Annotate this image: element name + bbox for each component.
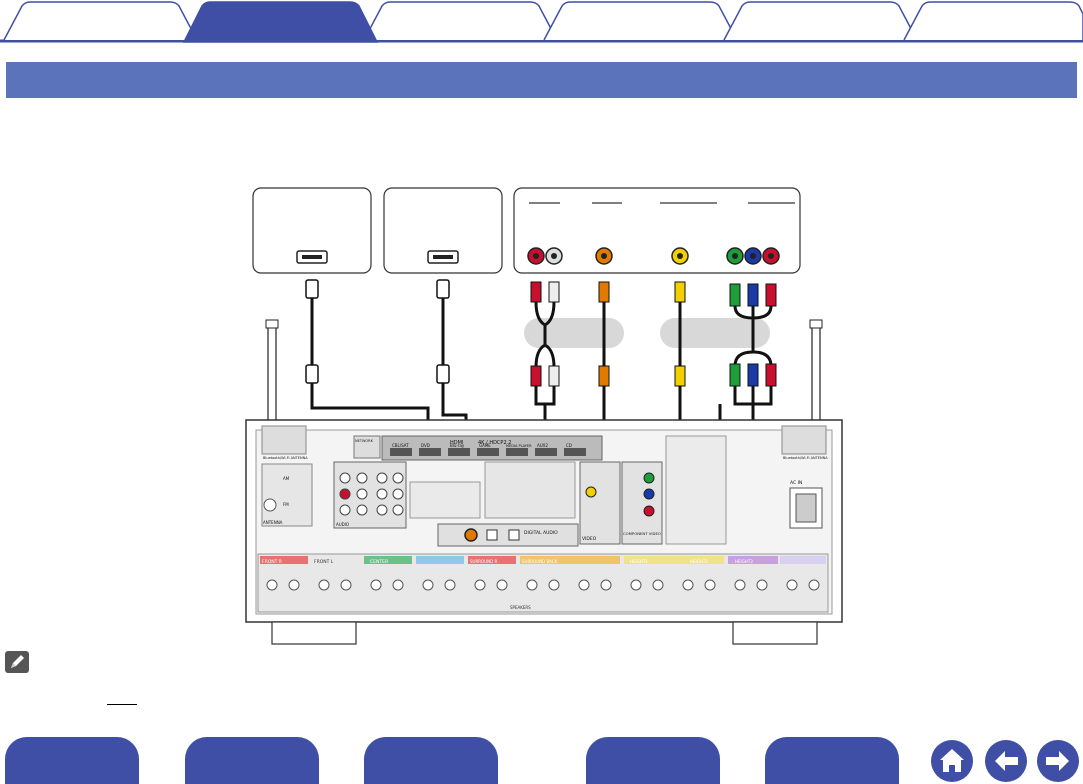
nav-button-1[interactable]	[5, 737, 139, 784]
tab-bar	[0, 0, 1083, 44]
svg-text:AC IN: AC IN	[790, 480, 802, 486]
svg-text:NETWORK: NETWORK	[355, 439, 374, 443]
svg-text:Bluetooth/Wi-Fi ANTENNA: Bluetooth/Wi-Fi ANTENNA	[263, 456, 308, 460]
svg-text:Blu-ray: Blu-ray	[450, 443, 465, 448]
svg-text:FRONT L: FRONT L	[314, 559, 334, 565]
svg-text:HDMI: HDMI	[450, 440, 463, 446]
forward-button[interactable]	[1037, 740, 1079, 782]
nav-button-5[interactable]	[765, 737, 899, 784]
svg-text:CBL/SAT: CBL/SAT	[392, 443, 409, 448]
svg-text:HEIGHT3: HEIGHT3	[735, 559, 753, 564]
svg-text:GAME: GAME	[479, 443, 491, 448]
arrow-right-icon	[1046, 751, 1069, 771]
svg-text:COMPONENT VIDEO: COMPONENT VIDEO	[623, 531, 661, 536]
svg-text:HEIGHT2: HEIGHT2	[690, 559, 708, 564]
svg-text:AUX2: AUX2	[537, 443, 548, 448]
back-button[interactable]	[985, 740, 1027, 782]
svg-text:MEDIA PLAYER: MEDIA PLAYER	[506, 444, 532, 448]
svg-text:AUDIO: AUDIO	[336, 522, 349, 527]
svg-text:SPEAKERS: SPEAKERS	[510, 605, 531, 610]
home-button[interactable]	[931, 740, 973, 782]
svg-text:DIGITAL AUDIO: DIGITAL AUDIO	[524, 530, 558, 536]
section-header-bar	[6, 62, 1077, 98]
tab-bar-graphic	[0, 1, 1083, 43]
svg-text:VIDEO: VIDEO	[582, 536, 597, 542]
nav-button-4[interactable]	[586, 737, 720, 784]
source-device-2	[383, 187, 503, 274]
home-icon	[940, 749, 964, 772]
svg-text:FM: FM	[283, 502, 289, 507]
svg-text:CENTER: CENTER	[370, 559, 388, 565]
svg-text:SURROUND BACK: SURROUND BACK	[522, 559, 558, 564]
svg-text:ANTENNA: ANTENNA	[263, 520, 283, 525]
svg-text:HEIGHT1: HEIGHT1	[630, 559, 648, 564]
source-device-1	[252, 187, 372, 274]
svg-text:SURROUND R: SURROUND R	[470, 559, 497, 564]
arrow-left-icon	[995, 751, 1018, 771]
nav-button-2[interactable]	[185, 737, 319, 784]
svg-text:CD: CD	[566, 443, 572, 448]
svg-text:Bluetooth/Wi-Fi ANTENNA: Bluetooth/Wi-Fi ANTENNA	[783, 456, 828, 460]
page-link-underline[interactable]	[107, 704, 137, 705]
svg-text:4K / HDCP2.2: 4K / HDCP2.2	[478, 440, 511, 446]
nav-button-3[interactable]	[364, 737, 498, 784]
pencil-note-icon	[5, 651, 29, 673]
svg-text:AM: AM	[283, 476, 290, 481]
svg-text:DVD: DVD	[421, 443, 430, 448]
svg-text:FRONT R: FRONT R	[262, 559, 282, 565]
